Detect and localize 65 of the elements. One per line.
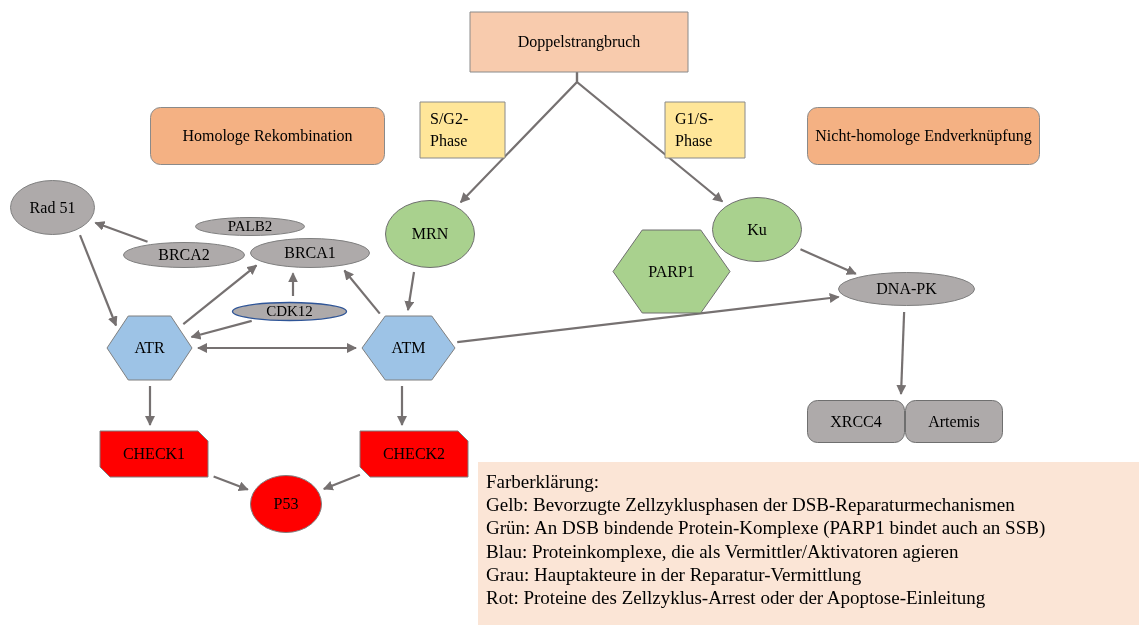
arrow <box>457 293 840 344</box>
node-label: DNA-PK <box>876 279 937 300</box>
legend-box <box>478 462 1139 625</box>
arrow <box>322 473 361 491</box>
arrow <box>575 72 724 203</box>
ellipse-node <box>10 180 95 235</box>
snipped-box <box>360 431 468 477</box>
arrow <box>397 386 407 426</box>
rounded-box <box>905 400 1003 443</box>
ellipse-node <box>712 197 802 262</box>
hexagon-node <box>107 316 192 380</box>
ellipse-node <box>123 242 245 268</box>
ellipse-node <box>838 272 975 306</box>
legend-text: Grün: An DSB bindende Protein-Komplexe (PARP1 bindet auch an SSB) <box>486 516 1046 540</box>
arrow <box>896 311 907 395</box>
hexagon-node <box>362 316 455 380</box>
hexagon-node <box>613 230 730 313</box>
arrow <box>79 234 118 327</box>
legend-text: Blau: Proteinkomplexe, die als Vermittler/Aktivatoren agieren <box>486 539 959 563</box>
node-label: MRN <box>411 224 449 245</box>
node-label: BRCA2 <box>158 245 210 266</box>
node-label: G1/S- Phase <box>675 109 715 151</box>
node-label: PALB2 <box>227 219 273 234</box>
node-label: CHECK1 <box>122 444 186 465</box>
rounded-box <box>150 107 385 165</box>
arrow <box>190 319 252 340</box>
node-label: CDK12 <box>266 304 313 319</box>
node-label: PARP1 <box>648 261 695 282</box>
arrow <box>182 264 258 325</box>
process-box <box>470 12 688 72</box>
ellipse-node <box>250 475 322 533</box>
node-label: ATR <box>134 338 165 359</box>
ellipse-node <box>250 238 370 268</box>
ellipse-node <box>385 200 475 268</box>
arrow <box>288 272 298 296</box>
node-label: BRCA1 <box>284 243 336 264</box>
rounded-box <box>807 107 1040 165</box>
snipped-box <box>100 431 208 477</box>
legend-text: Grau: Hauptakteure in der Reparatur-Vermittlung <box>486 562 862 586</box>
arrow <box>213 475 249 491</box>
node-label: Artemis <box>928 411 980 432</box>
arrow <box>145 386 155 426</box>
arrow <box>197 343 357 353</box>
ellipse-node <box>232 302 347 321</box>
node-label: XRCC4 <box>830 411 882 432</box>
phase-box <box>665 102 745 158</box>
phase-box <box>420 102 505 158</box>
legend-text: Gelb: Bevorzugte Zellzyklusphasen der DSB-Reparaturmechanismen <box>486 493 1015 517</box>
legend-text: Rot: Proteine des Zellzyklus-Arrest oder der Apoptose-Einleitung <box>486 585 986 610</box>
arrow <box>94 221 148 243</box>
arrow <box>404 271 416 312</box>
rounded-box <box>807 400 905 443</box>
arrow <box>800 248 857 275</box>
arrow <box>343 269 381 315</box>
legend-text: Farberklärung: <box>486 470 599 494</box>
node-label: P53 <box>273 494 299 515</box>
node-label: Homologe Rekombination <box>182 126 353 147</box>
node-label: Doppelstrangbruch <box>517 32 641 53</box>
node-label: Nicht-homologe Endverknüpfung <box>815 126 1032 147</box>
node-label: ATM <box>391 338 426 359</box>
node-label: CHECK2 <box>382 444 446 465</box>
node-label: Rad 51 <box>29 197 76 218</box>
ellipse-node <box>195 217 305 236</box>
node-label: S/G2- Phase <box>430 109 470 151</box>
node-label: Ku <box>747 219 767 240</box>
